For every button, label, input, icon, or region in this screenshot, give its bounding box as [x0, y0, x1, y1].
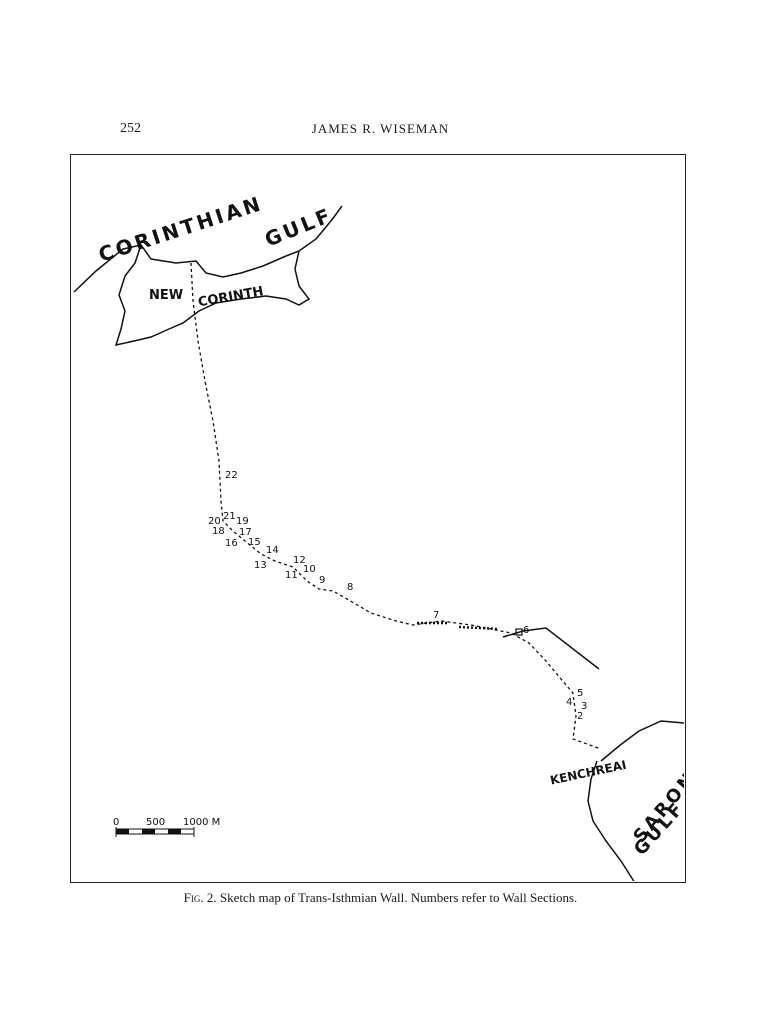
- scale-tick-1000: 1000 M: [183, 817, 220, 828]
- section-7: 7: [433, 610, 439, 621]
- excavated-stretch: [417, 621, 500, 631]
- section-20: 20: [208, 516, 221, 527]
- map-frame: CORINTHIAN GULF NEW CORINTH KENCHREAI SA…: [70, 154, 686, 883]
- section-13: 13: [254, 560, 267, 571]
- page-number: 252: [120, 121, 141, 136]
- section-11: 11: [285, 570, 298, 581]
- scale-tick-0: 0: [113, 817, 119, 828]
- section-15: 15: [248, 537, 261, 548]
- section-2: 2: [577, 711, 583, 722]
- scale-tick-500: 500: [146, 817, 165, 828]
- tower-marker: [515, 628, 523, 636]
- label-new: NEW: [149, 288, 183, 303]
- section-3: 3: [581, 701, 587, 712]
- scale-bar: 0 500 1000 M: [113, 817, 220, 837]
- section-16: 16: [225, 538, 238, 549]
- section-12: 12: [293, 555, 306, 566]
- section-9: 9: [319, 575, 325, 586]
- caption-text: Sketch map of Trans-Isthmian Wall. Numbe…: [219, 890, 578, 905]
- label-corinth: CORINTH: [197, 284, 265, 310]
- section-21: 21: [223, 511, 236, 522]
- section-17: 17: [239, 527, 252, 538]
- section-14: 14: [266, 545, 279, 556]
- section-5: 5: [577, 688, 583, 699]
- section-18: 18: [212, 526, 225, 537]
- section-4: 4: [566, 697, 572, 708]
- label-corinthian-gulf: GULF: [261, 203, 336, 252]
- section-19: 19: [236, 516, 249, 527]
- label-kenchreai: KENCHREAI: [549, 758, 628, 788]
- figure-caption: Fig. 2. Sketch map of Trans-Isthmian Wal…: [0, 890, 761, 906]
- section-10: 10: [303, 564, 316, 575]
- section-6: 6: [523, 625, 529, 636]
- saronic-gulf-coastline: [587, 720, 684, 881]
- east-road: [502, 627, 600, 670]
- trans-isthmian-wall: [190, 262, 602, 750]
- section-8: 8: [347, 582, 353, 593]
- running-head-author: JAMES R. WISEMAN: [311, 121, 450, 136]
- sketch-map: CORINTHIAN GULF NEW CORINTH KENCHREAI SA…: [73, 191, 684, 881]
- new-corinth-outline: [114, 244, 311, 347]
- caption-figref: Fig. 2.: [183, 890, 217, 905]
- label-corinthian: CORINTHIAN: [96, 191, 266, 267]
- section-22: 22: [225, 470, 238, 481]
- corinthian-gulf-coastline: [73, 205, 343, 293]
